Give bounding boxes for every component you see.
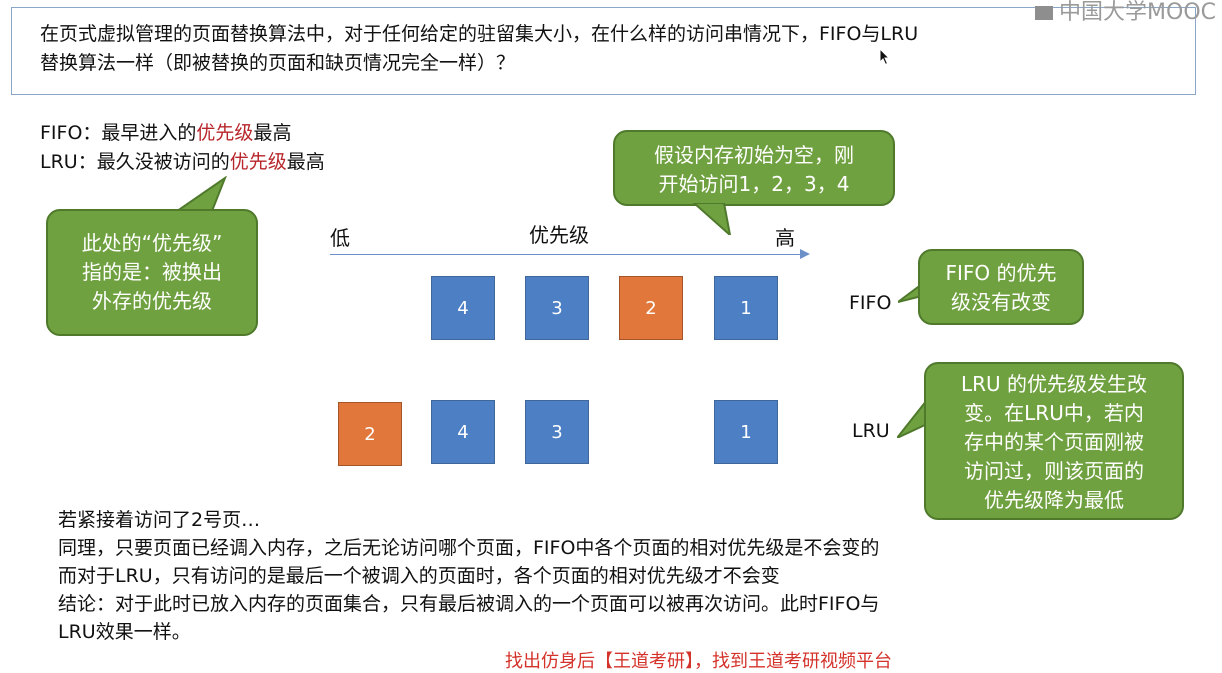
fifo-def-suffix: 最高 [253, 122, 292, 144]
init-note-bubble: 假设内存初始为空，刚 开始访问1，2，3，4 [613, 130, 895, 206]
watermark-text: 中国大学MOOC [1059, 0, 1216, 25]
priority-note-line-2: 指的是：被换出 [82, 260, 222, 284]
lru-note-line-1: LRU 的优先级发生改 [960, 372, 1148, 396]
conclusion-line-4: 结论：对于此时已放入内存的页面集合，只有最后被调入的一个页面可以被再次访问。此时… [58, 593, 880, 615]
fifo-row-label: FIFO [849, 292, 892, 314]
init-note-line-1: 假设内存初始为空，刚 [654, 143, 854, 167]
lru-page-box: 1 [714, 400, 778, 464]
cut-off-caption: 找出仿身后【王道考研】，找到王道考研视频平台 [505, 651, 892, 672]
fifo-note-line-2: 级没有改变 [951, 290, 1051, 314]
axis-low-label: 低 [330, 226, 350, 250]
lru-page-box: 3 [525, 400, 589, 464]
priority-axis-arrowhead [800, 249, 810, 259]
mouse-cursor-icon [879, 48, 891, 66]
lru-page-box: 4 [431, 400, 495, 464]
question-box: 在页式虚拟管理的页面替换算法中，对于任何给定的驻留集大小，在什么样的访问串情况下… [11, 7, 1196, 95]
lru-note-bubble: LRU 的优先级发生改 变。在LRU中，若内 存中的某个页面刚被 访问过，则该页… [924, 362, 1184, 520]
priority-note-bubble: 此处的“优先级” 指的是：被换出 外存的优先级 [46, 209, 258, 336]
conclusion-line-2: 同理，只要页面已经调入内存，之后无论访问哪个页面，FIFO中各个页面的相对优先级… [58, 537, 880, 559]
axis-high-label: 高 [775, 226, 795, 250]
conclusion-text: 若紧接着访问了2号页… 同理，只要页面已经调入内存，之后无论访问哪个页面，FIF… [58, 506, 879, 646]
fifo-note-bubble: FIFO 的优先 级没有改变 [918, 249, 1084, 325]
lru-note-line-2: 变。在LRU中，若内 [964, 401, 1144, 425]
lru-note-line-3: 存中的某个页面刚被 [964, 430, 1144, 454]
fifo-note-line-1: FIFO 的优先 [945, 261, 1057, 285]
lru-note-line-4: 访问过，则该页面的 [964, 459, 1144, 483]
conclusion-line-5: LRU效果一样。 [58, 621, 191, 643]
lru-def-prefix: LRU：最久没被访问的 [40, 151, 230, 173]
init-note-line-2: 开始访问1，2，3，4 [658, 172, 850, 196]
fifo-note-tail [898, 282, 922, 303]
conclusion-line-3: 而对于LRU，只有访问的是最后一个被调入的页面时，各个页面的相对优先级才不会变 [58, 565, 780, 587]
fifo-definition: FIFO：最早进入的优先级最高 [40, 119, 291, 147]
fifo-page-box: 2 [619, 276, 683, 340]
axis-title: 优先级 [529, 223, 589, 247]
init-note-tail [692, 203, 732, 235]
priority-note-tail [168, 176, 227, 216]
mooc-logo-icon [1035, 6, 1054, 20]
conclusion-line-1: 若紧接着访问了2号页… [58, 509, 261, 531]
lru-def-highlight: 优先级 [229, 151, 287, 173]
fifo-page-box: 3 [525, 276, 589, 340]
priority-note-line-1: 此处的“优先级” [81, 231, 223, 255]
lru-page-box: 2 [338, 402, 402, 466]
lru-def-suffix: 最高 [286, 151, 325, 173]
mooc-watermark: 中国大学MOOC [1035, 0, 1216, 26]
priority-note-line-3: 外存的优先级 [92, 289, 212, 313]
fifo-def-prefix: FIFO：最早进入的 [40, 122, 197, 144]
fifo-page-box: 1 [714, 276, 778, 340]
fifo-def-highlight: 优先级 [196, 122, 254, 144]
fifo-page-box: 4 [431, 276, 495, 340]
lru-note-tail [897, 398, 927, 438]
question-line-1: 在页式虚拟管理的页面替换算法中，对于任何给定的驻留集大小，在什么样的访问串情况下… [40, 23, 919, 45]
lru-definition: LRU：最久没被访问的优先级最高 [40, 148, 325, 176]
priority-axis-line [330, 254, 800, 255]
lru-row-label: LRU [852, 420, 890, 442]
question-line-2: 替换算法一样（即被替换的页面和缺页情况完全一样）？ [40, 52, 516, 74]
lru-note-line-5: 优先级降为最低 [984, 488, 1124, 512]
